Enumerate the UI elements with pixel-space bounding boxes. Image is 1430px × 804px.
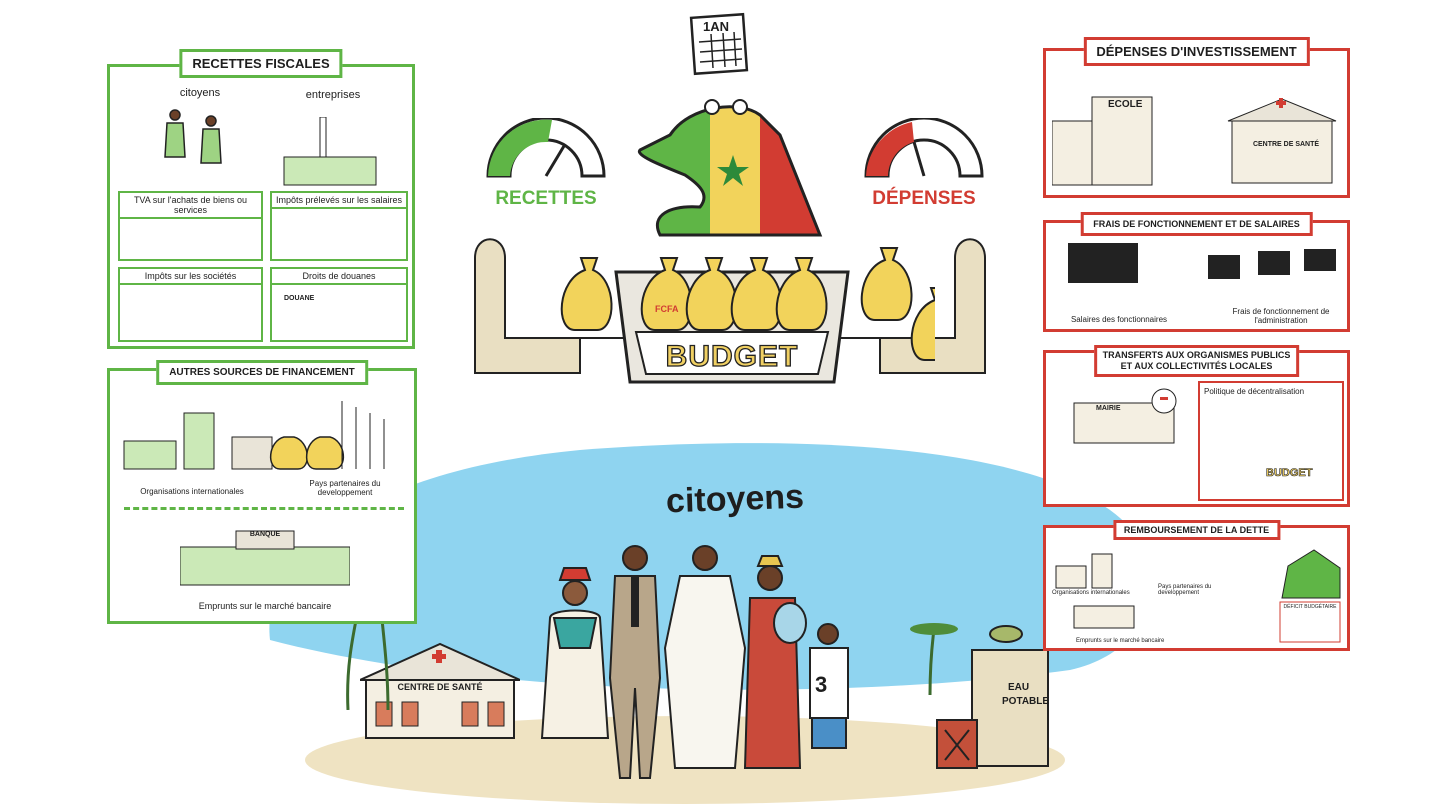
operating-panel: FRAIS DE FONCTIONNEMENT ET DE SALAIRES S… bbox=[1043, 212, 1350, 332]
operating-illustration bbox=[1068, 243, 1336, 283]
debt-intl-caption: Organisations internationales bbox=[1052, 590, 1130, 596]
health-center-building: CENTRE DE SANTÉ bbox=[360, 640, 520, 740]
jersey-number: 3 bbox=[815, 672, 828, 697]
water-station: EAU POTABLE bbox=[962, 620, 1054, 770]
partners-caption: Pays partenaires du developpement bbox=[309, 479, 381, 497]
debt-panel: REMBOURSEMENT DE LA DETTE Organisations … bbox=[1043, 520, 1350, 651]
operating-title: FRAIS DE FONCTIONNEMENT ET DE SALAIRES bbox=[1080, 212, 1313, 236]
senegal-map-mascot bbox=[637, 99, 823, 237]
tax-revenue-title: RECETTES FISCALES bbox=[179, 49, 343, 78]
revenue-label: RECETTES bbox=[495, 188, 597, 209]
expense-gauge bbox=[860, 118, 988, 182]
companies-caption: entreprises bbox=[305, 89, 361, 101]
transfers-title: TRANSFERTS AUX ORGANISMES PUBLICS ET AUX… bbox=[1093, 345, 1300, 377]
transfers-panel: TRANSFERTS AUX ORGANISMES PUBLICS ET AUX… bbox=[1043, 345, 1350, 507]
other-sources-title: AUTRES SOURCES DE FINANCEMENT bbox=[156, 360, 368, 385]
corporate-tax-caption: Impôts sur les sociétés bbox=[120, 271, 261, 285]
customs-box: Droits de douanes DOUANE bbox=[270, 267, 408, 342]
vat-caption: TVA sur l'achats de biens ou services bbox=[120, 195, 261, 219]
budget-label: BUDGET bbox=[665, 339, 799, 373]
jerrycan-icon bbox=[936, 719, 978, 769]
factory-icon bbox=[283, 117, 377, 186]
small-budget-label: BUDGET bbox=[1266, 467, 1313, 480]
bank-building bbox=[180, 530, 350, 586]
water-sign-line2: POTABLE bbox=[1002, 696, 1050, 707]
citizens-title: citoyens bbox=[665, 477, 805, 521]
vat-box: TVA sur l'achats de biens ou services bbox=[118, 191, 263, 261]
revenue-gauge bbox=[482, 118, 610, 182]
debt-partners-caption: Pays partenaires du developpement bbox=[1158, 584, 1212, 596]
school-sign: ECOLE bbox=[1108, 99, 1143, 110]
transfers-title-line2: ET AUX COLLECTIVITÉS LOCALES bbox=[1120, 361, 1273, 371]
mairie-sign: MAIRIE bbox=[1096, 405, 1121, 412]
calendar-label: 1AN bbox=[703, 19, 730, 34]
health-center-sign: CENTRE DE SANTÉ bbox=[397, 682, 483, 692]
debt-illustration bbox=[1055, 549, 1341, 643]
bag-label: FCFA bbox=[655, 304, 679, 314]
deficit-caption: DÉFICIT BUDGÉTAIRE bbox=[1283, 604, 1337, 610]
corporate-tax-box: Impôts sur les sociétés bbox=[118, 267, 263, 342]
intl-orgs-caption: Organisations internationales bbox=[140, 487, 244, 496]
decentralization-box: Politique de décentralisation BUDGET bbox=[1198, 381, 1344, 501]
calendar-icon: 1AN bbox=[687, 6, 751, 76]
customs-caption: Droits de douanes bbox=[272, 271, 406, 285]
debt-title: REMBOURSEMENT DE LA DETTE bbox=[1112, 520, 1281, 540]
town-hall-illustration bbox=[1073, 388, 1177, 444]
salaries-caption: Salaires des fonctionnaires bbox=[1070, 315, 1168, 324]
decentralization-caption: Politique de décentralisation bbox=[1204, 387, 1305, 396]
debt-bank-caption: Emprunts sur le marché bancaire bbox=[1076, 638, 1165, 644]
bank-loans-caption: Emprunts sur le marché bancaire bbox=[198, 601, 332, 611]
intl-orgs-illustration bbox=[123, 401, 385, 470]
expense-label: DÉPENSES bbox=[872, 188, 976, 209]
salary-tax-caption: Impôts prélevés sur les salaires bbox=[272, 195, 406, 209]
health-center-sign-small: CENTRE DE SANTÉ bbox=[1252, 141, 1320, 148]
investment-illustration bbox=[1052, 96, 1337, 186]
tax-revenue-panel: RECETTES FISCALES citoyens entreprises T… bbox=[107, 49, 415, 349]
transfers-title-line1: TRANSFERTS AUX ORGANISMES PUBLICS bbox=[1102, 350, 1291, 360]
palm-tree bbox=[910, 623, 958, 695]
douane-sign: DOUANE bbox=[284, 295, 315, 302]
other-sources-panel: AUTRES SOURCES DE FINANCEMENT Organisati… bbox=[107, 360, 417, 624]
citizens-caption: citoyens bbox=[179, 87, 221, 99]
money-bags bbox=[560, 247, 935, 361]
salary-tax-box: Impôts prélevés sur les salaires bbox=[270, 191, 408, 261]
divider bbox=[124, 507, 404, 510]
water-sign-line1: EAU bbox=[1008, 682, 1030, 693]
admin-caption: Frais de fonctionnement de l'administrat… bbox=[1232, 307, 1330, 325]
citizens-family bbox=[540, 545, 849, 779]
investment-title: DÉPENSES D'INVESTISSEMENT bbox=[1083, 37, 1310, 66]
bank-sign: BANQUE bbox=[249, 531, 281, 538]
citizens-figures bbox=[164, 109, 222, 164]
investment-panel: DÉPENSES D'INVESTISSEMENT ECOLE CENTRE D… bbox=[1043, 37, 1350, 198]
